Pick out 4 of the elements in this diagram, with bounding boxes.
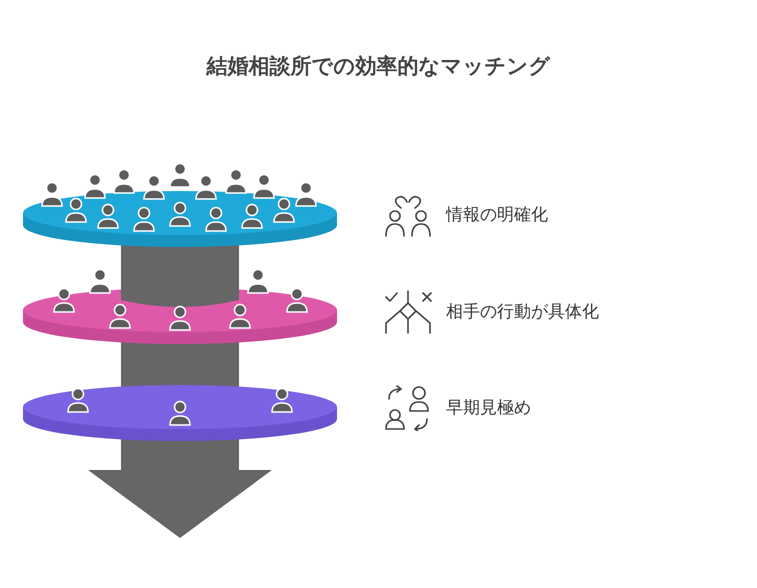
diagram-title: 結婚相談所での効率的なマッチング bbox=[205, 53, 552, 80]
feature-label: 情報の明確化 bbox=[446, 204, 548, 226]
feature-label: 早期見極め bbox=[446, 397, 531, 419]
feature-label: 相手の行動が具体化 bbox=[446, 301, 599, 323]
